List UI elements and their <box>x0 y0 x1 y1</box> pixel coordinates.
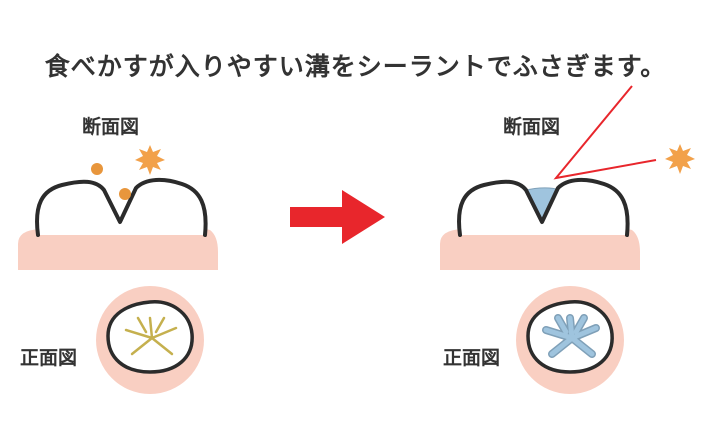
tooth-before <box>35 177 208 237</box>
caption: 食べかすが入りやすい溝をシーラントでふさぎます。 <box>44 52 667 81</box>
label-front-view-after: 正面図 <box>443 347 501 369</box>
front-view-before <box>96 286 204 394</box>
label-cross-section-after: 断面図 <box>503 116 561 138</box>
gum-before <box>18 227 218 270</box>
food-particle <box>119 188 131 200</box>
cross-section-after <box>440 85 695 270</box>
label-cross-section-before: 断面図 <box>82 116 140 138</box>
label-front-view-before: 正面図 <box>20 347 78 369</box>
tooth-after <box>457 177 630 237</box>
deflection-line <box>553 85 657 180</box>
cross-section-before <box>18 145 218 270</box>
front-view-after <box>516 286 624 394</box>
right-arrow-icon <box>290 190 385 244</box>
sealed-groove-core <box>543 315 599 357</box>
spark-icon <box>135 145 165 175</box>
gum-after <box>440 227 640 270</box>
food-particle <box>91 163 103 175</box>
spark-icon <box>665 144 695 174</box>
groove-before <box>124 316 178 356</box>
